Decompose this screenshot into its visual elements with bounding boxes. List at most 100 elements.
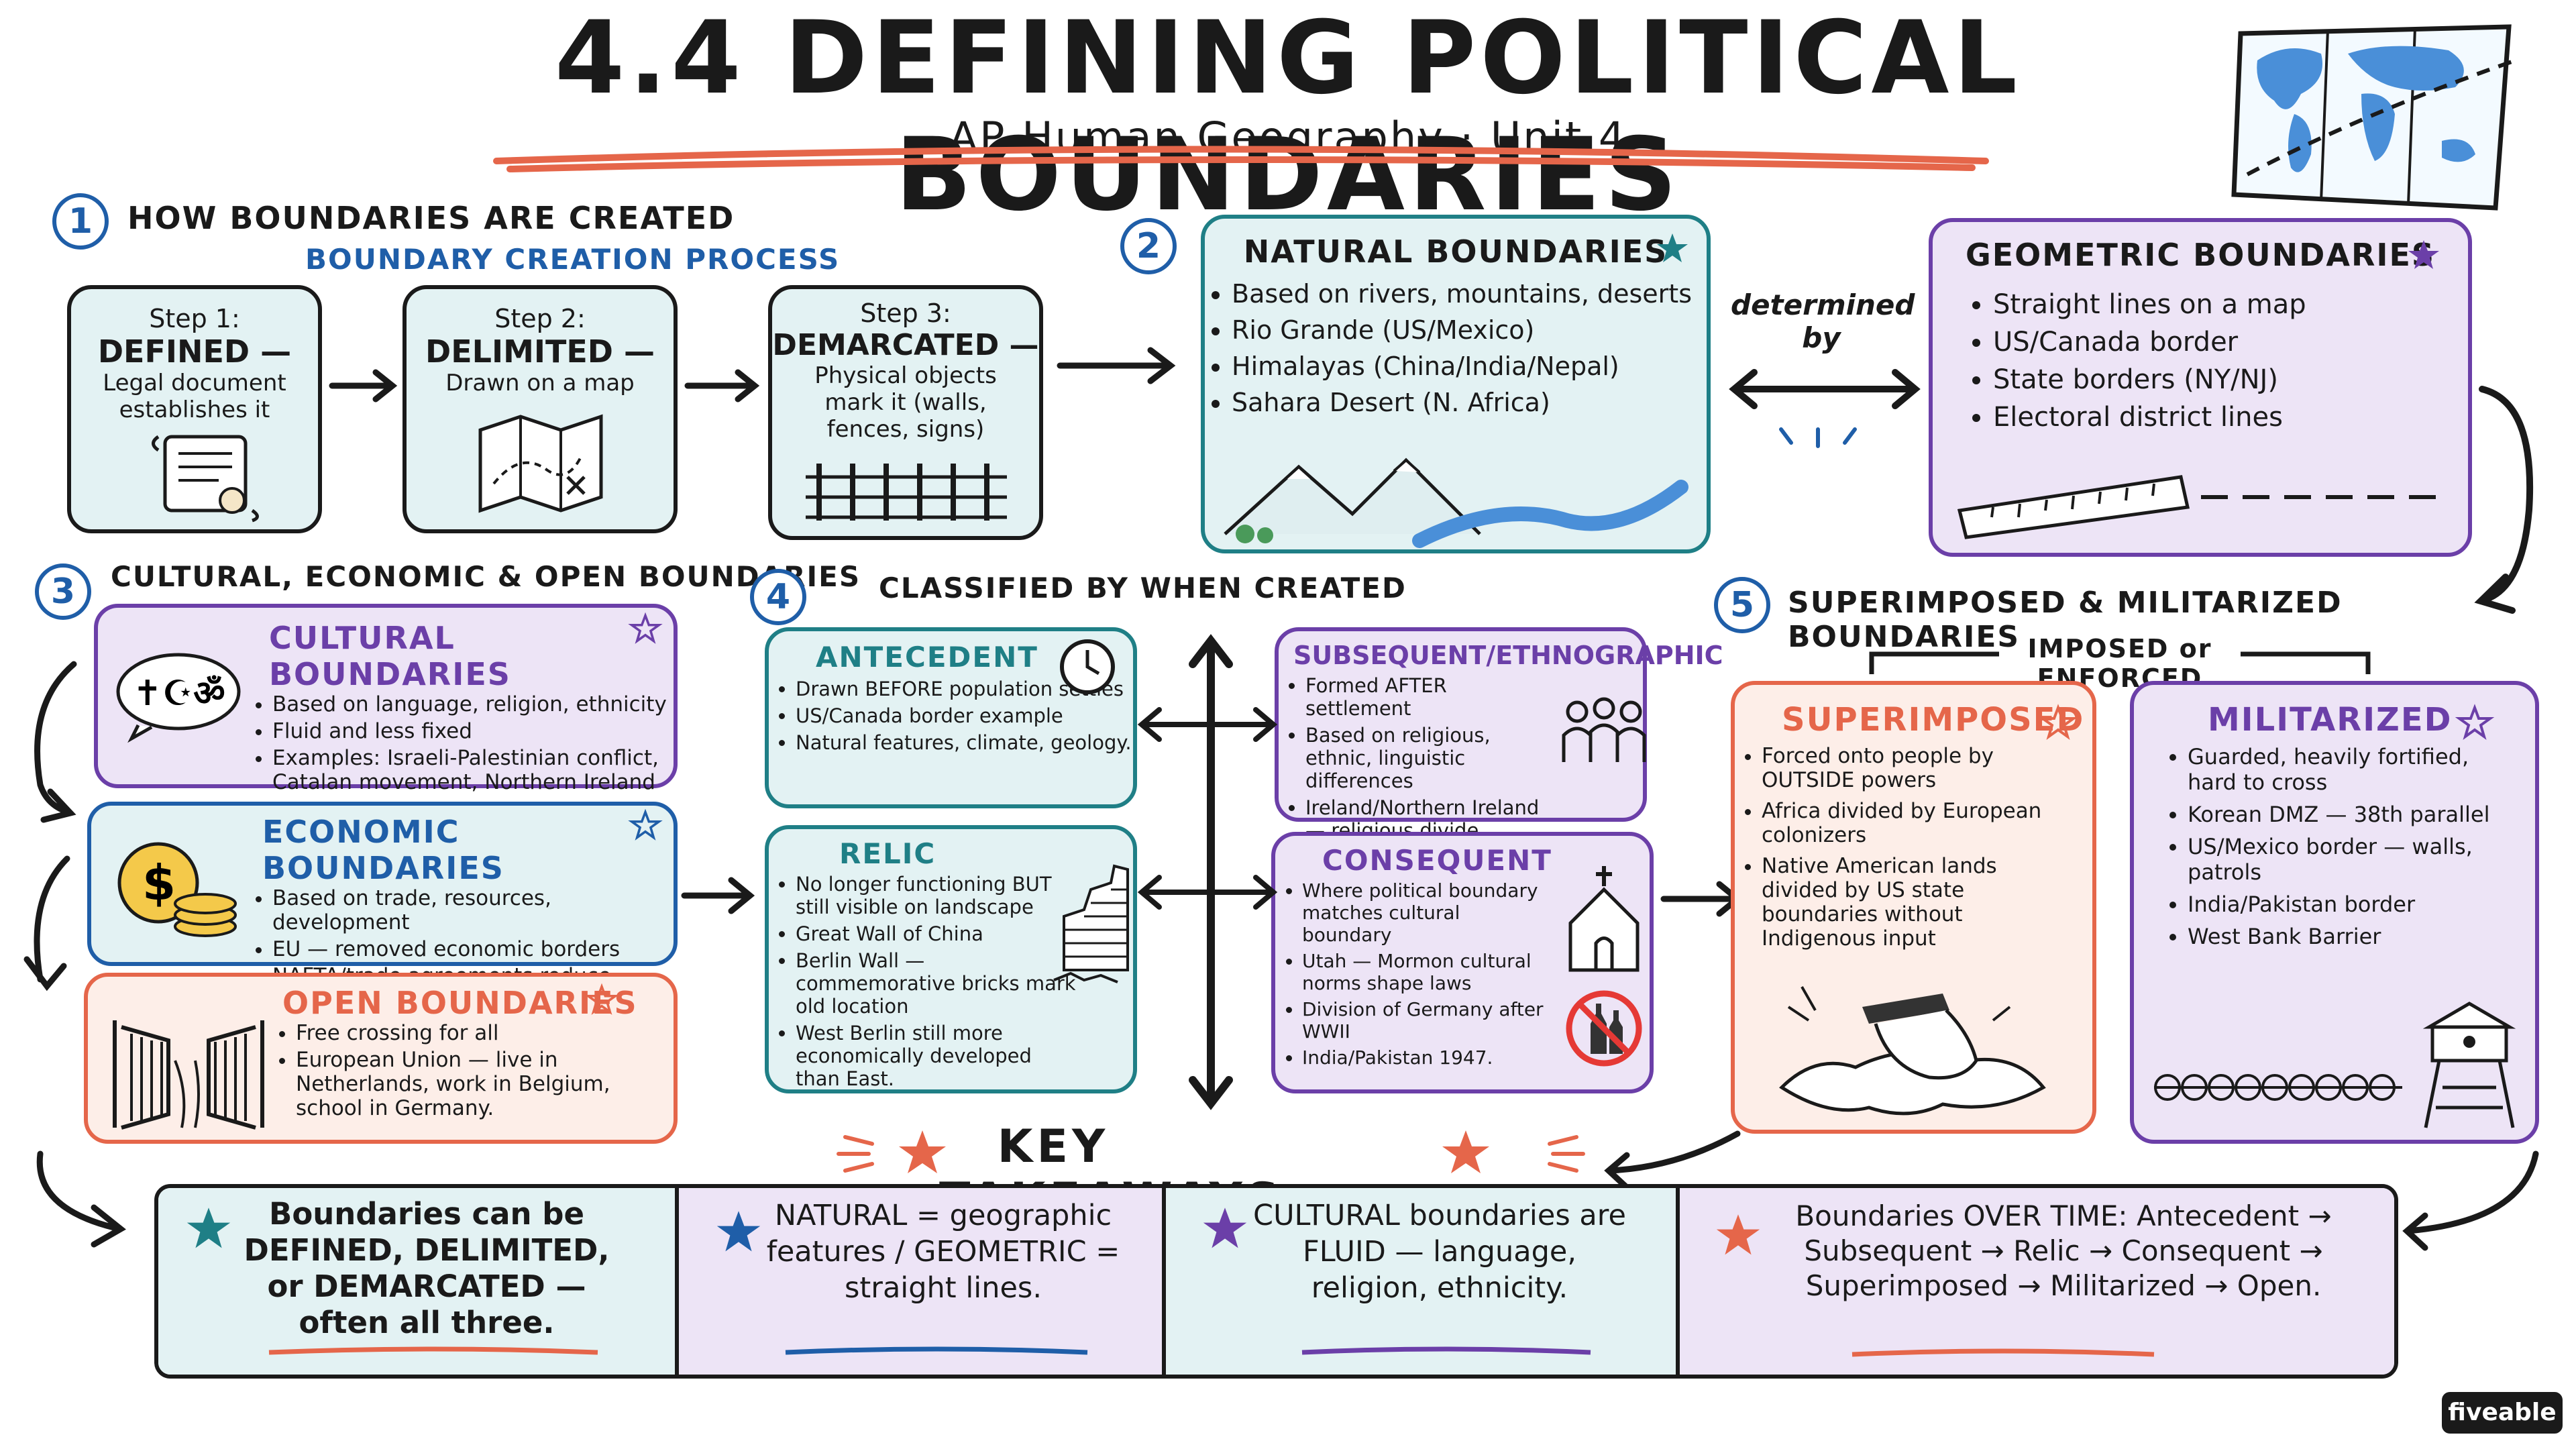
step-2-card: Step 2: DELIMITED — Drawn on a map	[402, 285, 678, 533]
list-item: West Berlin still more economically deve…	[796, 1022, 1120, 1090]
takeaways-decor-icon	[837, 1130, 1585, 1173]
map-icon	[478, 414, 603, 513]
list-item: Electoral district lines	[1993, 402, 2468, 433]
list-item: No longer functioning BUT still visible …	[796, 873, 1120, 918]
takeaway-4-underline	[1851, 1348, 2155, 1357]
fiveable-logo[interactable]: fiveable	[2442, 1392, 2563, 1434]
section-4-axes	[1137, 634, 1278, 1110]
takeaway-cell-4	[1680, 1188, 2394, 1375]
list-item: US/Canada border	[1993, 327, 2468, 358]
list-item: US/Canada border example	[796, 704, 1133, 727]
section-4-number: 4	[750, 569, 806, 625]
takeaway-1-text: Boundaries can be DEFINED, DELIMITED, or…	[244, 1196, 610, 1340]
list-item: US/Mexico border — walls, patrols	[2188, 834, 2522, 885]
open-boundaries-title: OPEN BOUNDARIES	[282, 985, 638, 1021]
takeaway-cell-1	[158, 1188, 679, 1375]
geometric-boundaries-card: GEOMETRIC BOUNDARIES Straight lines on a…	[1929, 218, 2472, 557]
step-arrows	[329, 347, 1176, 402]
takeaway-3-underline	[1301, 1346, 1591, 1355]
list-item: West Bank Barrier	[2188, 924, 2522, 949]
militarized-list: Guarded, heavily fortified, hard to cros…	[2134, 744, 2535, 949]
list-item: European Union — live in Netherlands, wo…	[296, 1048, 674, 1120]
militarized-card: MILITARIZED Guarded, heavily fortified, …	[2130, 681, 2539, 1144]
step-3-desc: Physical objects mark it (walls, fences,…	[814, 362, 997, 443]
step-3-name: DEMARCATED —	[772, 328, 1039, 362]
takeaway-star	[1716, 1214, 1760, 1255]
section-3-number: 3	[35, 564, 91, 620]
geometric-to-s5-arrow	[2474, 386, 2534, 614]
takeaway-cell-3	[1166, 1188, 1680, 1375]
takeaway-star	[1203, 1208, 1247, 1248]
list-item: India/Pakistan 1947.	[1302, 1046, 1549, 1069]
open-boundaries-list: Free crossing for all European Union — l…	[276, 1021, 674, 1120]
militarized-star-icon	[2455, 704, 2495, 740]
economic-star-icon	[628, 808, 663, 841]
takeaway-4-star-icon	[1716, 1214, 1760, 1255]
natural-boundaries-title: NATURAL BOUNDARIES	[1243, 233, 1668, 270]
cultural-boundaries-title: CULTURAL BOUNDARIES	[269, 620, 511, 692]
superimposed-list: Forced onto people by OUTSIDE powers Afr…	[1735, 744, 2092, 951]
section-3-title: CULTURAL, ECONOMIC & OPEN BOUNDARIES	[111, 560, 861, 593]
section-3-arrows	[23, 661, 755, 1248]
cultural-boundaries-list: Based on language, religion, ethnicity F…	[252, 692, 674, 794]
list-item: Guarded, heavily fortified, hard to cros…	[2188, 744, 2522, 795]
list-item: Where political boundary matches cultura…	[1302, 879, 1549, 946]
natural-boundaries-list: Based on rivers, mountains, deserts Rio …	[1205, 279, 1707, 417]
list-item: Free crossing for all	[296, 1021, 674, 1045]
step-1-desc: Legal document establishes it	[103, 370, 286, 423]
superimposed-title: SUPERIMPOSED	[1782, 701, 2085, 739]
natural-boundaries-card: NATURAL BOUNDARIES Based on rivers, moun…	[1201, 215, 1711, 553]
section-1-subtitle: BOUNDARY CREATION PROCESS	[305, 243, 841, 276]
step-1-label: Step 1:	[149, 304, 240, 333]
list-item: Examples: Israeli-Palestinian conflict, …	[272, 746, 674, 794]
takeaway-2-underline	[785, 1346, 1088, 1355]
list-item: Division of Germany after WWII	[1302, 998, 1549, 1042]
superimposed-card: SUPERIMPOSED Forced onto people by OUTSI…	[1731, 681, 2096, 1134]
list-item: Based on religious, ethnic, linguistic d…	[1305, 724, 1549, 792]
list-item: Based on trade, resources, development	[272, 886, 674, 934]
step-3-card: Step 3: DEMARCATED — Physical objects ma…	[768, 285, 1043, 540]
list-item: Forced onto people by OUTSIDE powers	[1762, 744, 2079, 792]
takeaways-panel: Boundaries can be DEFINED, DELIMITED, or…	[154, 1184, 2398, 1379]
open-star-icon	[584, 983, 619, 1015]
list-item: Sahara Desert (N. Africa)	[1232, 388, 1707, 417]
consequent-title: CONSEQUENT	[1322, 844, 1552, 877]
antecedent-title: ANTECEDENT	[816, 641, 1038, 674]
section-2-number: 2	[1120, 218, 1177, 274]
takeaway-star	[716, 1211, 761, 1252]
natural-star-icon	[1657, 233, 1688, 262]
church-icon	[1568, 866, 1640, 972]
takeaway-3-text: CULTURAL boundaries are FLUID — language…	[1253, 1199, 1626, 1305]
list-item: Formed AFTER settlement	[1305, 674, 1549, 720]
takeaway-3-star-icon	[1203, 1208, 1247, 1248]
takeaway-1-star-icon	[186, 1208, 231, 1248]
list-item: EU — removed economic borders	[272, 937, 674, 961]
takeaway-cell-2	[679, 1188, 1166, 1375]
step-3-label: Step 3:	[860, 299, 951, 328]
antecedent-card: ANTECEDENT Drawn BEFORE population settl…	[765, 627, 1137, 808]
section-1-title: HOW BOUNDARIES ARE CREATED	[127, 200, 735, 236]
list-item: Based on language, religion, ethnicity	[272, 692, 674, 716]
list-item: Based on rivers, mountains, deserts	[1232, 279, 1707, 309]
takeaway-2-star-icon	[716, 1211, 761, 1252]
superimposed-star-icon	[2038, 704, 2078, 740]
consequent-card: CONSEQUENT Where political boundary matc…	[1271, 832, 1654, 1093]
step-2-desc: Drawn on a map	[445, 370, 635, 396]
subsequent-card: SUBSEQUENT/ETHNOGRAPHIC Formed AFTER set…	[1275, 627, 1723, 842]
takeaway-2-text: NATURAL = geographic features / GEOMETRI…	[766, 1199, 1120, 1305]
geometric-boundaries-title: GEOMETRIC BOUNDARIES	[1965, 237, 2436, 273]
svg-text:✝☪ॐ: ✝☪ॐ	[133, 674, 225, 714]
hand-on-map-icon	[1779, 986, 2046, 1116]
list-item: Fluid and less fixed	[272, 719, 674, 743]
svg-text:$: $	[142, 855, 176, 911]
geometric-star-icon	[2408, 240, 2439, 269]
relic-card: RELIC No longer functioning BUT still vi…	[765, 825, 1137, 1093]
relic-title: RELIC	[839, 837, 936, 870]
world-map-icon	[2231, 24, 2516, 211]
title-underline	[493, 146, 1989, 172]
step-2-label: Step 2:	[494, 304, 586, 333]
step-1-name: DEFINED —	[97, 333, 292, 370]
takeaway-1-underline	[268, 1346, 598, 1355]
list-item: State borders (NY/NJ)	[1993, 364, 2468, 395]
list-item: Africa divided by European colonizers	[1762, 799, 2079, 847]
